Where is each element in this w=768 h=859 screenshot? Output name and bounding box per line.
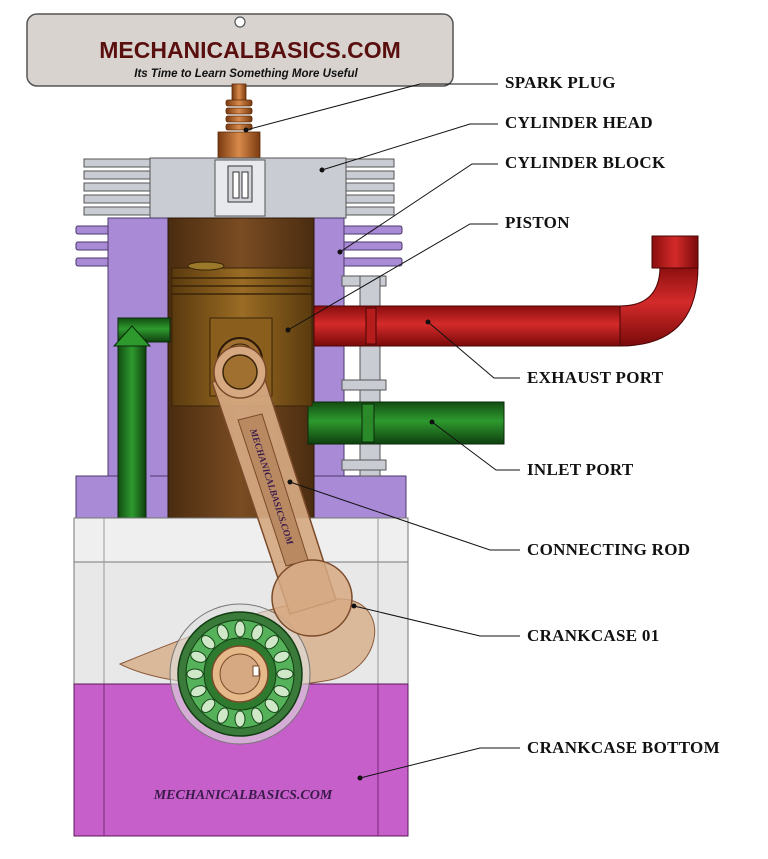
bearing-roller <box>216 624 229 641</box>
connecting-rod: MECHANICALBASICS.COM <box>211 345 353 637</box>
label-inlet-port: INLET PORT <box>527 460 634 479</box>
bearing-roller <box>201 635 216 650</box>
spark-plug <box>217 83 261 159</box>
leader-lines <box>245 83 520 779</box>
label-exhaust-port: EXHAUST PORT <box>527 368 664 387</box>
label-crankcase-bottom: CRANKCASE BOTTOM <box>527 738 720 757</box>
flow-arrow-icon <box>112 325 152 347</box>
label-connecting-rod: CONNECTING ROD <box>527 540 691 559</box>
label-piston: PISTON <box>505 213 570 232</box>
bearing-roller <box>264 635 279 650</box>
label-crankcase-01: CRANKCASE 01 <box>527 626 660 645</box>
bearing-roller <box>251 707 264 724</box>
bearing-roller <box>190 685 207 698</box>
brand-tagline: Its Time to Learn Something More Useful <box>134 68 358 80</box>
hanging-hole-icon <box>234 16 246 28</box>
transfer-passage <box>112 317 171 521</box>
inlet-pipe <box>307 401 505 445</box>
crankcase-watermark: MECHANICALBASICS.COM <box>153 788 333 803</box>
bearing-roller <box>273 650 290 663</box>
bearing-roller <box>234 620 246 638</box>
leader-dots <box>243 127 435 781</box>
bearing-roller <box>273 685 290 698</box>
bearing-roller <box>251 624 264 641</box>
crankshaft <box>118 598 376 745</box>
label-spark-plug: SPARK PLUG <box>505 73 616 92</box>
brand-sign: MECHANICALBASICS.COM Its Time to Learn S… <box>26 13 454 87</box>
label-cylinder-block: CYLINDER BLOCK <box>505 153 666 172</box>
bearing-roller <box>201 698 216 713</box>
brand-title: MECHANICALBASICS.COM <box>99 37 401 63</box>
bearing-roller <box>216 707 229 724</box>
bearing-roller <box>276 668 294 680</box>
bearing-roller <box>264 698 279 713</box>
label-cylinder-head: CYLINDER HEAD <box>505 113 653 132</box>
cylinder-head <box>83 157 395 219</box>
bearing-rollers <box>186 620 294 728</box>
exhaust-pipe <box>313 235 699 347</box>
bearing-roller <box>234 710 246 728</box>
bearing-roller <box>190 650 207 663</box>
bearing-roller <box>186 668 204 680</box>
